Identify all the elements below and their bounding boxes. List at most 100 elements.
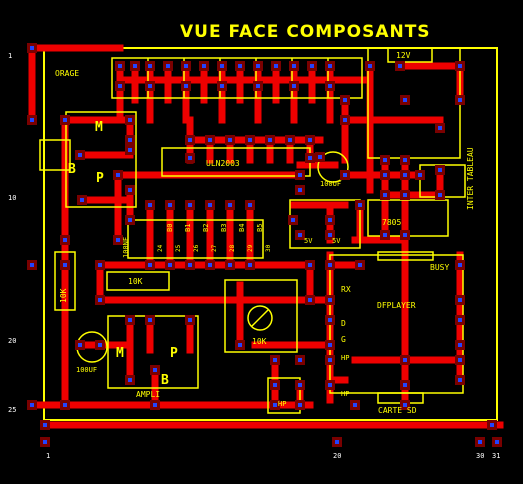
col-label-20: 20 bbox=[333, 452, 341, 460]
pad-hole bbox=[458, 64, 462, 68]
pad-hole bbox=[256, 84, 260, 88]
pad-hole bbox=[478, 440, 482, 444]
label-5v-a: 5V bbox=[304, 237, 313, 245]
pad-hole bbox=[188, 318, 192, 322]
pad-hole bbox=[288, 138, 292, 142]
pad-hole bbox=[438, 168, 442, 172]
pad-hole bbox=[298, 188, 302, 192]
pad-hole bbox=[128, 378, 132, 382]
label-7805: 7805 bbox=[382, 218, 401, 227]
pad-hole bbox=[78, 153, 82, 157]
pad-hole bbox=[308, 156, 312, 160]
label-100uf-bottom: 100UF bbox=[76, 366, 97, 374]
pad-hole bbox=[335, 440, 339, 444]
pad-hole bbox=[63, 403, 67, 407]
pad-hole bbox=[291, 218, 295, 222]
col-label-1: 1 bbox=[46, 452, 50, 460]
pad-hole bbox=[228, 263, 232, 267]
labels: ORAGE 12V ULN2003 100UF 7805 5V 5V INTER… bbox=[8, 51, 500, 460]
label-pin-28: 28 bbox=[229, 244, 236, 252]
label-m-bottom: M bbox=[116, 346, 124, 361]
pad-hole bbox=[128, 218, 132, 222]
pad-hole bbox=[248, 138, 252, 142]
pad-hole bbox=[43, 423, 47, 427]
label-busy: BUSY bbox=[430, 263, 449, 272]
label-m-top: M bbox=[95, 120, 103, 135]
pad-hole bbox=[308, 263, 312, 267]
pad-hole bbox=[78, 343, 82, 347]
label-10k-h: 10K bbox=[128, 277, 143, 286]
pad-hole bbox=[202, 64, 206, 68]
label-p-bottom: P bbox=[170, 346, 178, 361]
pad-hole bbox=[328, 343, 332, 347]
board-outline bbox=[43, 47, 498, 421]
pad-hole bbox=[188, 138, 192, 142]
pad-hole bbox=[30, 46, 34, 50]
pad-hole bbox=[30, 403, 34, 407]
label-pin-29: 29 bbox=[247, 244, 254, 252]
label-10k-v: 10K bbox=[59, 288, 68, 303]
pad-hole bbox=[30, 118, 34, 122]
pad-hole bbox=[403, 173, 407, 177]
label-b1: B1 bbox=[184, 224, 192, 232]
label-b3: B3 bbox=[220, 224, 228, 232]
pads bbox=[27, 43, 502, 447]
pad-hole bbox=[328, 318, 332, 322]
pad-hole bbox=[118, 84, 122, 88]
pad-hole bbox=[458, 318, 462, 322]
pad-hole bbox=[184, 84, 188, 88]
label-dfplayer: DFPLAYER bbox=[377, 301, 416, 310]
pad-hole bbox=[490, 423, 494, 427]
connector-b0-b5 bbox=[127, 219, 264, 259]
pad-hole bbox=[128, 118, 132, 122]
row-label-20: 20 bbox=[8, 337, 16, 345]
pad-hole bbox=[403, 358, 407, 362]
pad-hole bbox=[328, 298, 332, 302]
label-pot-10k: 10K bbox=[252, 337, 267, 346]
label-pin-24: 24 bbox=[157, 244, 164, 252]
pad-hole bbox=[168, 203, 172, 207]
pad-hole bbox=[310, 64, 314, 68]
pad-hole bbox=[308, 298, 312, 302]
pad-hole bbox=[273, 358, 277, 362]
pad-hole bbox=[128, 148, 132, 152]
pad-hole bbox=[298, 173, 302, 177]
pad-hole bbox=[148, 203, 152, 207]
pad-hole bbox=[358, 203, 362, 207]
pad-hole bbox=[298, 383, 302, 387]
pad-hole bbox=[292, 84, 296, 88]
label-b4: B4 bbox=[238, 224, 246, 232]
pad-hole bbox=[495, 440, 499, 444]
hp-connector bbox=[267, 377, 301, 414]
label-b5: B5 bbox=[256, 224, 264, 232]
pad-hole bbox=[438, 193, 442, 197]
label-uln2003: ULN2003 bbox=[206, 159, 240, 168]
pad-hole bbox=[353, 403, 357, 407]
label-12v: 12V bbox=[396, 51, 411, 60]
label-g: G bbox=[341, 335, 346, 344]
label-b2: B2 bbox=[202, 224, 210, 232]
pad-hole bbox=[343, 118, 347, 122]
pad-hole bbox=[43, 440, 47, 444]
label-100uf-top: 100UF bbox=[320, 180, 341, 188]
pad-hole bbox=[148, 263, 152, 267]
pad-hole bbox=[148, 318, 152, 322]
pad-hole bbox=[30, 263, 34, 267]
label-100nf: 100NF bbox=[122, 237, 130, 258]
label-hp-3: HP bbox=[278, 400, 286, 408]
pad-hole bbox=[133, 64, 137, 68]
row-label-10: 10 bbox=[8, 194, 16, 202]
pad-hole bbox=[383, 158, 387, 162]
label-p-top: P bbox=[96, 171, 104, 186]
pad-hole bbox=[153, 368, 157, 372]
pad-hole bbox=[184, 64, 188, 68]
pad-hole bbox=[403, 193, 407, 197]
pad-hole bbox=[398, 64, 402, 68]
pad-hole bbox=[248, 263, 252, 267]
pad-hole bbox=[358, 263, 362, 267]
pad-hole bbox=[458, 343, 462, 347]
label-b-top: B bbox=[68, 162, 76, 177]
pad-hole bbox=[63, 118, 67, 122]
pad-hole bbox=[383, 173, 387, 177]
pad-hole bbox=[328, 358, 332, 362]
